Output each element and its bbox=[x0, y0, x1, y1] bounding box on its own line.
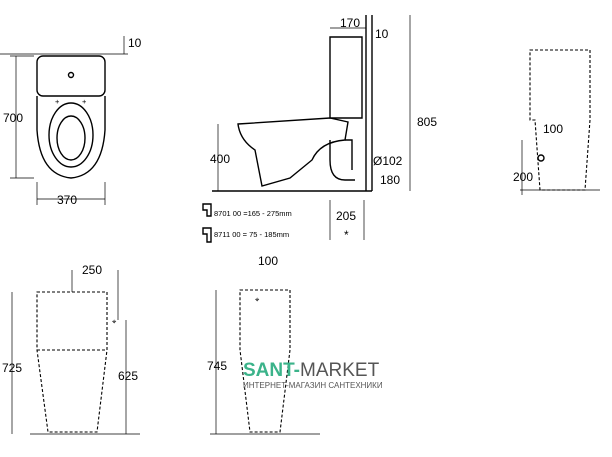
dim-wall: 10 bbox=[375, 27, 389, 41]
dim-height: 700 bbox=[3, 111, 23, 125]
watermark-logo: SANT-MARKET ИНТЕРНЕТ-МАГАЗИН САНТЕХНИКИ bbox=[243, 360, 383, 390]
tagline: ИНТЕРНЕТ-МАГАЗИН САНТЕХНИКИ bbox=[243, 381, 383, 390]
dim-height: 200 bbox=[513, 170, 533, 184]
brand-part-2: MARKET bbox=[300, 360, 380, 381]
front-view-2: 745 ⌖ 100 bbox=[207, 254, 320, 435]
svg-text:+: + bbox=[82, 97, 87, 106]
pan-connector-icon bbox=[202, 227, 212, 243]
dim-pipe: Ø102 bbox=[373, 154, 403, 168]
dim-offset: 100 bbox=[258, 254, 278, 268]
right-side-view: 200 100 bbox=[513, 49, 600, 195]
pan-connector-icon bbox=[202, 203, 212, 217]
dim-star: * bbox=[344, 228, 349, 242]
top-view: + + 700 10 370 bbox=[0, 36, 142, 207]
brand-part-1: SANT- bbox=[243, 360, 300, 381]
note-8701: 8701 00 =165 - 275mm bbox=[214, 209, 292, 218]
dim-total-height: 805 bbox=[417, 115, 437, 129]
dim-pipe-height: 180 bbox=[380, 173, 400, 187]
svg-text:⌖: ⌖ bbox=[112, 317, 117, 326]
svg-text:+: + bbox=[55, 97, 60, 106]
svg-text:⌖: ⌖ bbox=[255, 295, 260, 304]
front-view-1: 725 250 ⌖ 625 bbox=[2, 263, 140, 435]
dim-seat: 400 bbox=[210, 152, 230, 166]
dim-height: 745 bbox=[207, 359, 227, 373]
dim-top: 10 bbox=[128, 36, 142, 50]
dim-outlet: 205 bbox=[336, 209, 356, 223]
dim-width: 370 bbox=[57, 193, 77, 207]
side-view: 400 170 10 805 Ø102 180 205 * 8701 00 =1… bbox=[202, 15, 437, 243]
dim-height: 725 bbox=[2, 361, 22, 375]
dim-offset: 100 bbox=[543, 122, 563, 136]
dim-width: 250 bbox=[82, 263, 102, 277]
note-8711: 8711 00 = 75 - 185mm bbox=[214, 230, 289, 239]
dim-inlet: 625 bbox=[118, 369, 138, 383]
dim-tank: 170 bbox=[340, 16, 360, 30]
